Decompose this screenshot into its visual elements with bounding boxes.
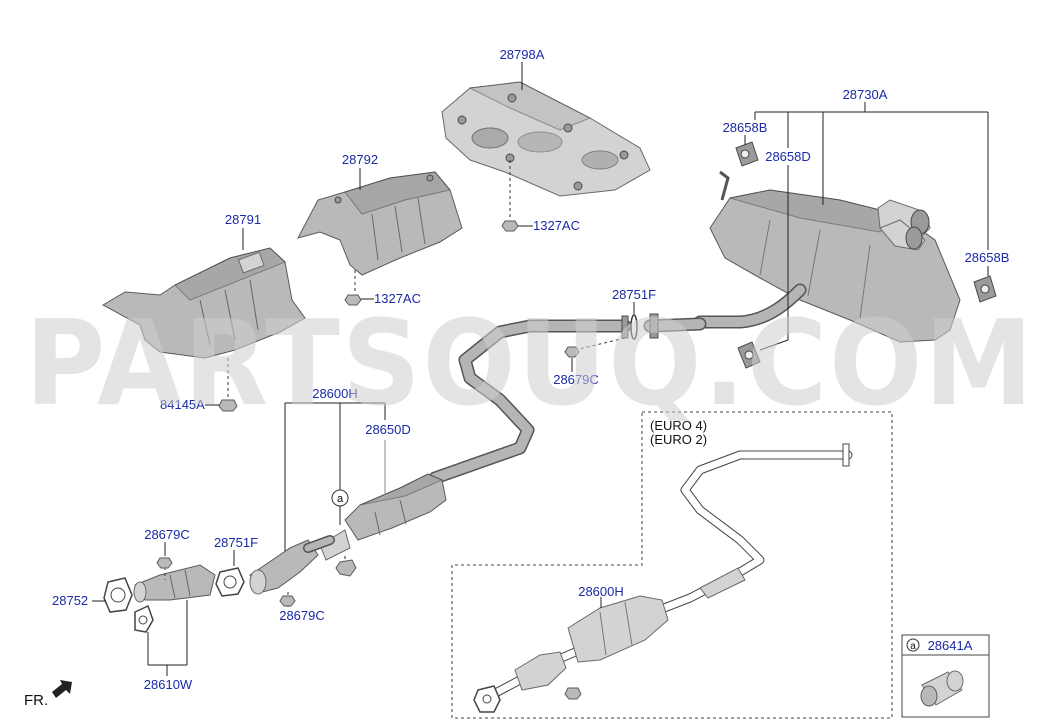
clip-84145a[interactable] (218, 399, 238, 412)
nut-1327ac-top[interactable] (501, 220, 519, 232)
front-arrow-icon (52, 680, 72, 698)
part-label-84145a[interactable]: 84145A (160, 397, 205, 412)
nut-28679c-muffler[interactable] (335, 559, 357, 577)
part-label-28751f-top[interactable]: 28751F (612, 287, 656, 302)
center-muffler-28650d[interactable] (319, 473, 447, 561)
nut-1327ac-mid[interactable] (344, 294, 362, 306)
heat-shield-28791[interactable] (101, 247, 306, 359)
callout-a-inset-text: a (910, 641, 916, 652)
part-label-1327ac-top[interactable]: 1327AC (533, 218, 580, 233)
part-label-28658d[interactable]: 28658D (765, 149, 811, 164)
part-label-28650d[interactable]: 28650D (365, 422, 411, 437)
part-label-28600h-inset[interactable]: 28600H (578, 584, 624, 599)
heat-shield-28798a[interactable] (441, 81, 651, 197)
rear-muffler-28730a[interactable] (693, 170, 961, 343)
front-direction-indicator: FR. (24, 680, 72, 709)
part-label-28730a[interactable]: 28730A (843, 87, 888, 102)
clamp-28641a[interactable] (920, 670, 964, 707)
callout-a-text: a (337, 493, 344, 505)
gasket-28751f-top[interactable] (630, 314, 638, 340)
part-label-1327ac-mid[interactable]: 1327AC (374, 291, 421, 306)
hanger-28658b-top[interactable] (735, 141, 759, 167)
front-pipe-28610w[interactable] (133, 564, 216, 603)
part-label-28752[interactable]: 28752 (52, 593, 88, 608)
variant-label-euro2: (EURO 2) (650, 432, 707, 447)
catalytic-converter[interactable] (249, 535, 335, 595)
callout-a-main: a (331, 489, 349, 507)
gasket-28752[interactable] (103, 577, 133, 613)
variant-inset-frame (451, 411, 893, 719)
part-label-28658b-top[interactable]: 28658B (723, 120, 768, 135)
variant-exhaust-pipe[interactable] (473, 443, 853, 713)
nut-28679c-bottom[interactable] (279, 595, 296, 607)
part-label-28600h-main[interactable]: 28600H (312, 386, 358, 401)
part-label-28679c-top[interactable]: 28679C (553, 372, 599, 387)
center-exhaust-pipe[interactable] (428, 313, 707, 485)
part-label-28658b-right[interactable]: 28658B (965, 250, 1010, 265)
heat-shield-28792[interactable] (297, 171, 463, 276)
gasket-28610w-ring[interactable] (134, 604, 154, 633)
part-label-28610w[interactable]: 28610W (144, 677, 193, 692)
variant-nut[interactable] (564, 687, 582, 700)
part-label-28641a[interactable]: 28641A (928, 638, 973, 653)
part-label-28792[interactable]: 28792 (342, 152, 378, 167)
callout-a-inset: a (906, 638, 920, 652)
nut-28679c-top[interactable] (564, 346, 580, 358)
variant-label-euro4: (EURO 4) (650, 418, 707, 433)
hanger-28658d[interactable] (737, 341, 761, 369)
gasket-28751f-left[interactable] (215, 567, 245, 597)
hanger-28658b-right[interactable] (973, 275, 997, 303)
part-label-28791[interactable]: 28791 (225, 212, 261, 227)
part-label-28798a[interactable]: 28798A (500, 47, 545, 62)
nut-28679c-left[interactable] (156, 557, 173, 569)
fr-label: FR. (24, 692, 48, 709)
watermark: PARTSOUQ.COM (25, 294, 1035, 432)
part-label-28751f-left[interactable]: 28751F (214, 535, 258, 550)
part-label-28679c-left[interactable]: 28679C (144, 527, 190, 542)
part-label-28679c-bottom[interactable]: 28679C (279, 608, 325, 623)
